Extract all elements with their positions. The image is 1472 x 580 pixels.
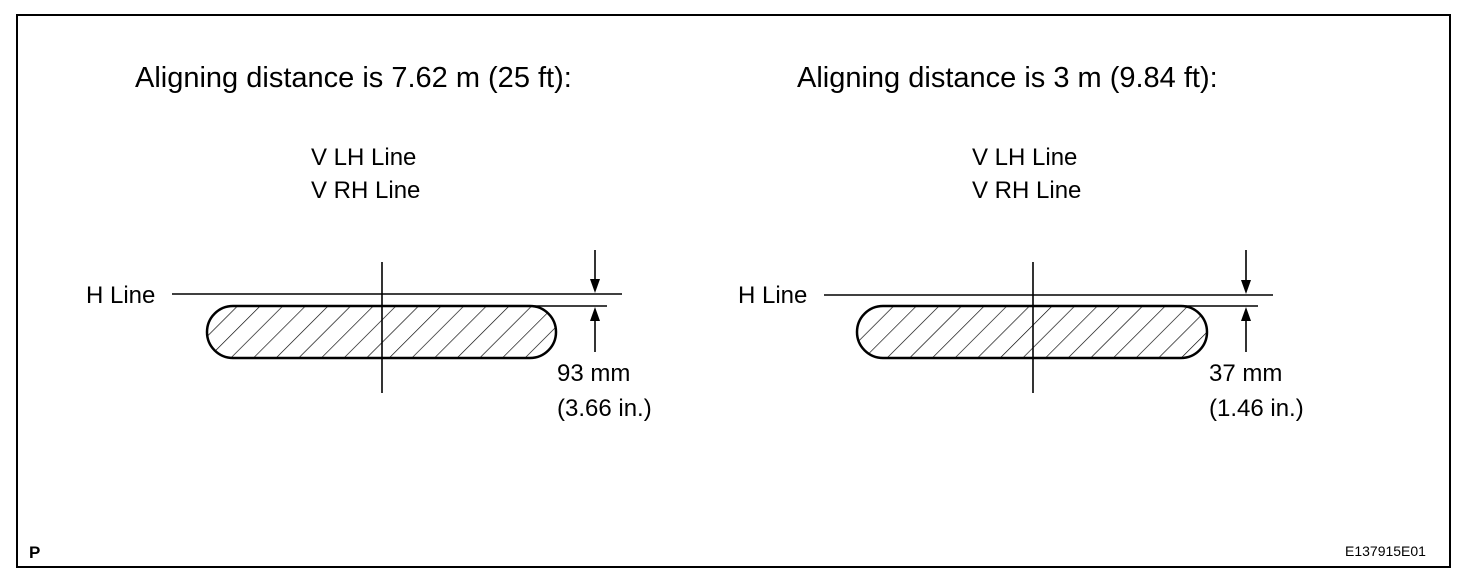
panel-1-dim-metric: 93 mm xyxy=(557,360,631,387)
figure-frame xyxy=(16,14,1451,568)
panel-2-arrowhead-down xyxy=(1241,280,1251,294)
panel-2-diagram xyxy=(824,250,1273,393)
panel-1-v-rh-label: V RH Line xyxy=(311,177,421,204)
panel-2-beam-pattern xyxy=(855,304,1209,360)
panel-1-arrowhead-down xyxy=(590,279,600,293)
panel-1-arrowhead-up xyxy=(590,307,600,321)
panel-2-arrowhead-up xyxy=(1241,307,1251,321)
panel-1-diagram xyxy=(172,250,622,393)
panel-2-v-rh-label: V RH Line xyxy=(972,177,1082,204)
figure-code: E137915E01 xyxy=(1345,543,1426,559)
panel-2-h-line-label: H Line xyxy=(738,282,808,309)
panel-1-v-lh-label: V LH Line xyxy=(311,144,417,171)
panel-2-dim-imperial: (1.46 in.) xyxy=(1209,395,1304,422)
panel-1-dim-imperial: (3.66 in.) xyxy=(557,395,652,422)
panel-1-title: Aligning distance is 7.62 m (25 ft): xyxy=(135,62,572,94)
panel-2-v-lh-label: V LH Line xyxy=(972,144,1078,171)
panel-2-dim-metric: 37 mm xyxy=(1209,360,1283,387)
corner-label: P xyxy=(29,543,41,562)
panel-2-title: Aligning distance is 3 m (9.84 ft): xyxy=(797,62,1218,94)
panel-1-h-line-label: H Line xyxy=(86,282,156,309)
